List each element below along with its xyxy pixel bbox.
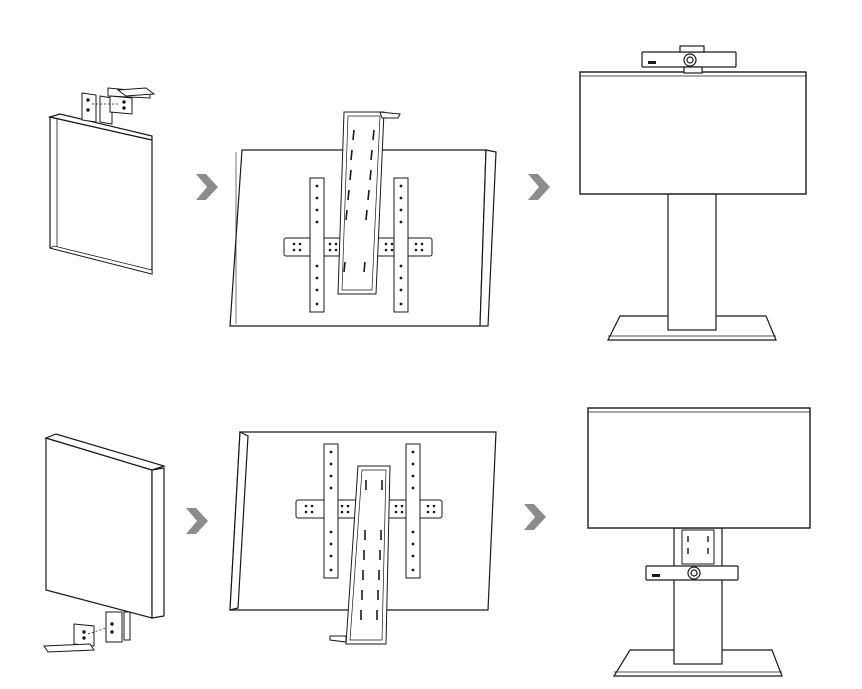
step-arrow-icon [186, 508, 208, 534]
row2-step1-bracket [43, 611, 131, 653]
row2-step3-bracket [681, 529, 715, 565]
row1-step2-mount-plate [283, 111, 433, 313]
step-arrow-icon [524, 504, 546, 530]
camera-bar-icon [641, 45, 737, 74]
camera-bar-icon [645, 565, 739, 581]
row1-step3-stand [607, 193, 777, 341]
row1-step3-display [579, 71, 807, 195]
step-arrow-icon [528, 174, 550, 200]
row2-step3-display [587, 407, 811, 529]
row1-step1-bracket [81, 87, 156, 125]
row2-step2-mount-plate [295, 443, 443, 645]
step-arrow-icon [196, 174, 218, 200]
row2-step1-panel [44, 433, 166, 619]
row1-step1-panel [47, 113, 153, 275]
